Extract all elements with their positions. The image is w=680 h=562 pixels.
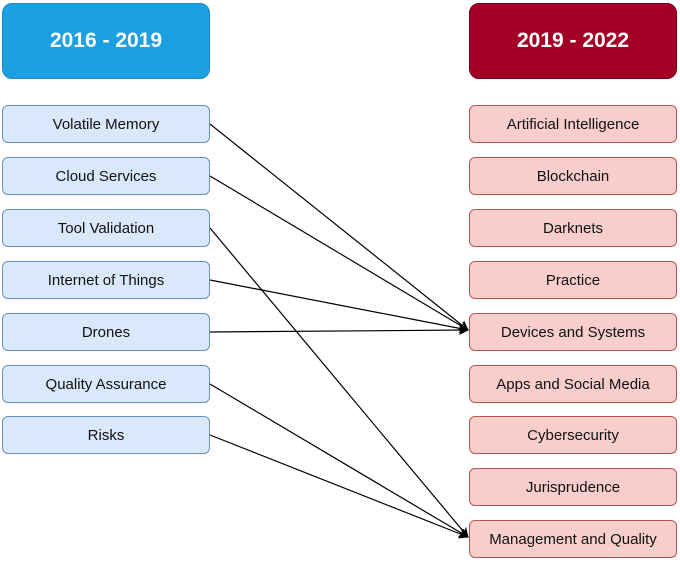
- right-item-artificial-intelligence: Artificial Intelligence: [469, 105, 677, 143]
- arrow-tool-validation-to-management-and-quality: [209, 227, 469, 538]
- left-column-header: 2016 - 2019: [2, 3, 210, 79]
- right-item-jurisprudence: Jurisprudence: [469, 468, 677, 506]
- right-item-darknets: Darknets: [469, 209, 677, 247]
- left-item-tool-validation: Tool Validation: [2, 209, 210, 247]
- arrow-cloud-services-to-devices-and-systems: [209, 175, 469, 331]
- right-item-management-and-quality: Management and Quality: [469, 520, 677, 558]
- right-item-apps-and-social-media: Apps and Social Media: [469, 365, 677, 403]
- right-item-cybersecurity: Cybersecurity: [469, 416, 677, 454]
- right-item-blockchain: Blockchain: [469, 157, 677, 195]
- arrow-quality-assurance-to-management-and-quality: [209, 383, 469, 538]
- left-item-risks: Risks: [2, 416, 210, 454]
- left-item-quality-assurance: Quality Assurance: [2, 365, 210, 403]
- left-item-cloud-services: Cloud Services: [2, 157, 210, 195]
- arrow-volatile-memory-to-devices-and-systems: [209, 123, 469, 331]
- right-item-practice: Practice: [469, 261, 677, 299]
- left-item-drones: Drones: [2, 313, 210, 351]
- arrow-risks-to-management-and-quality: [209, 434, 469, 539]
- left-item-volatile-memory: Volatile Memory: [2, 105, 210, 143]
- right-item-devices-and-systems: Devices and Systems: [469, 313, 677, 351]
- left-item-internet-of-things: Internet of Things: [2, 261, 210, 299]
- right-column-header: 2019 - 2022: [469, 3, 677, 79]
- arrow-internet-of-things-to-devices-and-systems: [209, 279, 469, 334]
- arrow-drones-to-devices-and-systems: [209, 325, 469, 336]
